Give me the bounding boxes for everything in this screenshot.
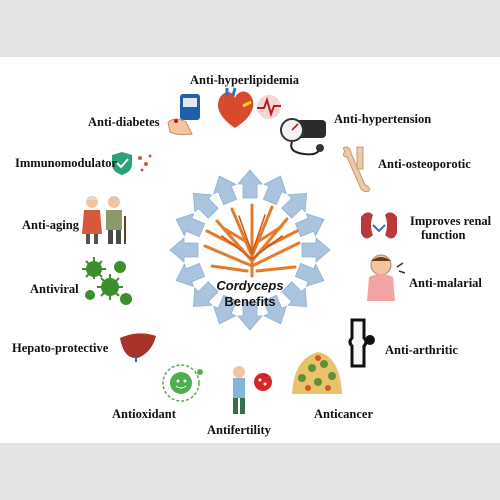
blood-pressure-icon: [280, 118, 326, 156]
benefit-arrow: [294, 262, 325, 287]
benefit-arrow: [175, 213, 206, 238]
sperm-icon: [233, 366, 272, 414]
benefit-arrow: [175, 262, 206, 287]
label-anti-hyperlipidemia: Anti-hyperlipidemia: [190, 73, 300, 87]
benefit-arrow: [237, 169, 263, 199]
label-immunomodulator: Immunomodulator: [15, 156, 118, 170]
heart-icon: [217, 87, 254, 128]
center-title-line2: Benefits: [224, 294, 276, 309]
label-anti-osteoporotic: Anti-osteoporotic: [378, 157, 471, 171]
liver-icon: [120, 333, 156, 362]
heartbeat-icon: [257, 95, 281, 119]
benefit-arrow: [262, 294, 287, 325]
mosquito-patient-icon: [367, 254, 405, 301]
label-improves-renal-1: Improves renal: [410, 214, 492, 228]
label-antiviral: Antiviral: [30, 282, 79, 296]
benefit-arrow: [301, 237, 331, 263]
benefit-arrow: [213, 175, 238, 206]
antioxidant-icon: [162, 364, 203, 402]
label-anticancer: Anticancer: [314, 407, 374, 421]
glucose-meter-icon: [167, 94, 200, 136]
benefit-arrow: [262, 175, 287, 206]
label-improves-renal-2: function: [421, 228, 466, 242]
label-anti-hypertension: Anti-hypertension: [334, 112, 432, 126]
shield-icon: [112, 152, 152, 175]
knee-joint-icon: [348, 318, 375, 368]
label-antifertility: Antifertility: [207, 423, 271, 437]
virus-icon: [82, 257, 132, 305]
benefit-arrow: [192, 281, 219, 308]
benefit-arrow: [192, 192, 219, 219]
label-anti-diabetes: Anti-diabetes: [88, 115, 160, 129]
benefit-arrow: [169, 237, 199, 263]
cancer-cells-icon: [292, 352, 342, 394]
label-anti-aging: Anti-aging: [22, 218, 79, 232]
label-antioxidant: Antioxidant: [112, 407, 176, 421]
benefit-arrow: [294, 213, 325, 238]
benefit-arrow: [281, 192, 308, 219]
kidney-icon: [361, 212, 397, 239]
benefit-arrow: [281, 281, 308, 308]
label-anti-malarial: Anti-malarial: [409, 276, 482, 290]
elderly-couple-icon: [82, 196, 126, 244]
center-title-line1: Cordyceps: [216, 278, 284, 293]
cordyceps-icon: [203, 203, 301, 278]
benefit-arrow: [237, 301, 263, 331]
label-anti-arthritic: Anti-arthritic: [385, 343, 458, 357]
benefit-arrow: [213, 294, 238, 325]
label-hepato-protective: Hepato-protective: [12, 341, 109, 355]
bone-icon: [342, 146, 370, 193]
